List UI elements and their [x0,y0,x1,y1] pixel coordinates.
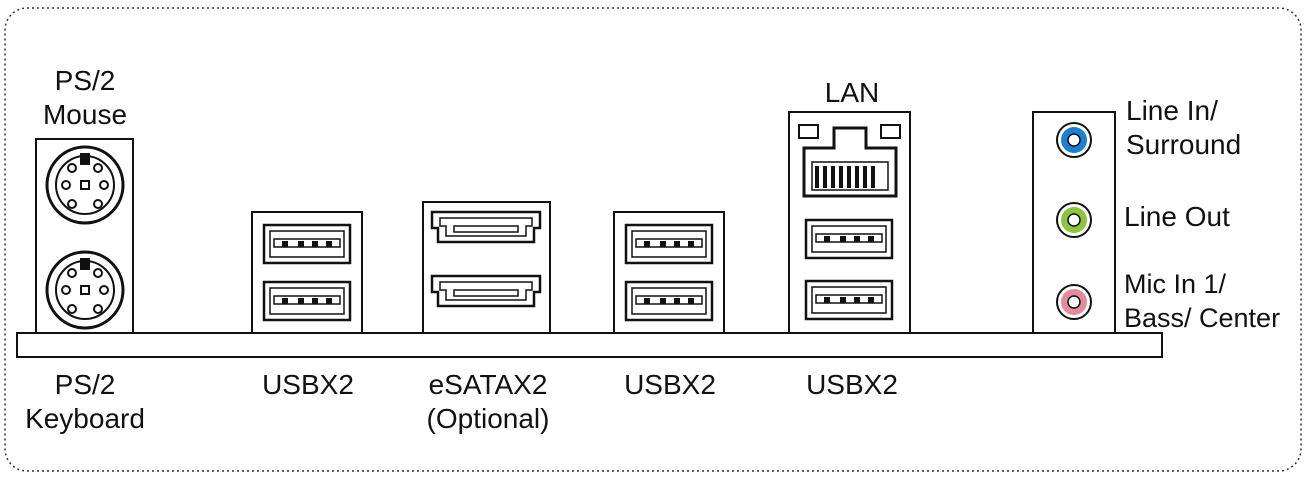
line-out-label: Line Out [1124,201,1230,232]
usb-block-1 [251,211,363,334]
mic-in-label: Mic In 1/ Bass/ Center [1124,267,1280,335]
usb-2-label: USBX2 [624,369,716,400]
lan-usb-block [788,111,911,334]
usb-port [624,223,714,265]
esata-label-line1: eSATAX2 [428,369,548,400]
outer-border [4,7,1302,472]
usb-port [804,218,894,260]
ps2-mouse-label: PS/2 Mouse [43,64,127,132]
esata-port [430,274,542,308]
esata-port [430,210,542,244]
line-out-jack [1056,202,1092,238]
lan-label: LAN [824,77,880,108]
usb-port [262,280,352,322]
esata-label: eSATAX2 (Optional) [427,368,550,436]
audio-jack-block [1032,111,1116,334]
ps2-mouse-port [45,145,125,225]
ps2-port-block [35,138,134,334]
ps2-keyboard-label-line2: Keyboard [25,403,145,434]
ps2-keyboard-label-line1: PS/2 [54,369,116,400]
mic-in-label-line1: Mic In 1/ [1124,269,1227,299]
ps2-mouse-label-line1: PS/2 [54,65,116,96]
line-in-label-line1: Line In/ [1126,95,1218,126]
ps2-keyboard-label: PS/2 Keyboard [25,368,145,436]
line-in-jack [1056,122,1092,158]
line-in-label: Line In/ Surround [1126,94,1241,162]
usb-port [624,280,714,322]
mic-in-jack [1056,284,1092,320]
mic-in-label-line2: Bass/ Center [1124,303,1281,333]
ps2-mouse-label-line2: Mouse [42,99,128,130]
usb-1-label: USBX2 [262,369,354,400]
line-in-label-line2: Surround [1126,129,1242,160]
esata-block [422,201,551,334]
usb-3-label: USBX2 [806,369,898,400]
ps2-keyboard-port [45,250,125,330]
esata-label-line2: (Optional) [426,403,550,434]
io-base-plate [16,332,1163,358]
lan-port [798,124,901,198]
usb-port [804,279,894,321]
usb-block-2 [613,211,725,334]
usb-port [262,223,352,265]
